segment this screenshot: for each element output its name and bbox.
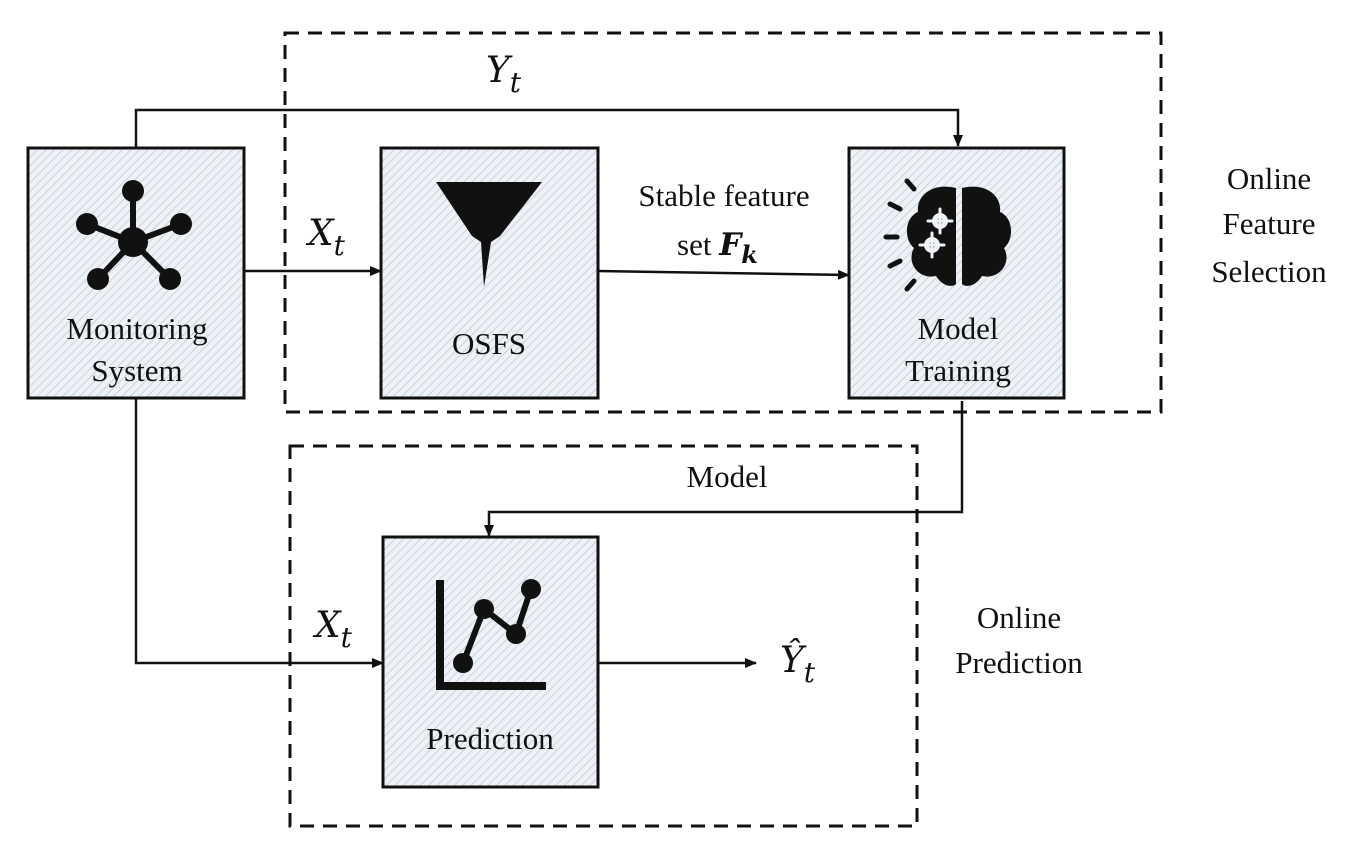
training-label-line1: Model [918, 311, 999, 346]
edge-monitoring-to-training-y [134, 108, 963, 148]
group-fs-line1: Online [1227, 161, 1311, 196]
monitoring-label-line2: System [91, 353, 182, 388]
prediction-region [288, 444, 919, 828]
osfs-label: OSFS [452, 326, 526, 361]
brain-gears-icon [883, 178, 1012, 292]
group-op-line1: Online [977, 600, 1061, 635]
feature-selection-region [283, 31, 1163, 414]
model-training-node: Model Training [847, 146, 1066, 400]
training-label-line2: Training [905, 353, 1011, 388]
y-hat-t-label: Ŷt [780, 639, 816, 689]
edge-osfs-to-training [597, 269, 850, 280]
y-t-label: Yt [486, 50, 522, 99]
online-prediction-group-label: Online Prediction [955, 600, 1083, 680]
osfs-node: OSFS [379, 146, 600, 400]
group-fs-line2: Feature [1223, 206, 1316, 241]
edge-monitoring-to-prediction [134, 398, 384, 668]
monitoring-system-node: Monitoring System [26, 146, 246, 400]
model-edge-label: Model [687, 459, 768, 494]
edge-training-to-prediction [484, 401, 964, 537]
line-chart-icon [436, 579, 546, 690]
group-op-line2: Prediction [955, 645, 1083, 680]
x-t-label-bottom: Xt [312, 605, 353, 654]
feature-selection-group-label: Online Feature Selection [1211, 161, 1327, 289]
prediction-label: Prediction [426, 721, 554, 756]
funnel-icon [436, 182, 542, 287]
prediction-node: Prediction [381, 535, 600, 789]
monitoring-label-line1: Monitoring [66, 311, 207, 346]
feature-set-label-line2: set Fk [677, 227, 758, 269]
group-fs-line3: Selection [1211, 254, 1327, 289]
x-t-label-top: Xt [305, 213, 346, 262]
feature-set-label-line1: Stable feature [638, 178, 809, 213]
network-hub-icon [76, 180, 192, 290]
